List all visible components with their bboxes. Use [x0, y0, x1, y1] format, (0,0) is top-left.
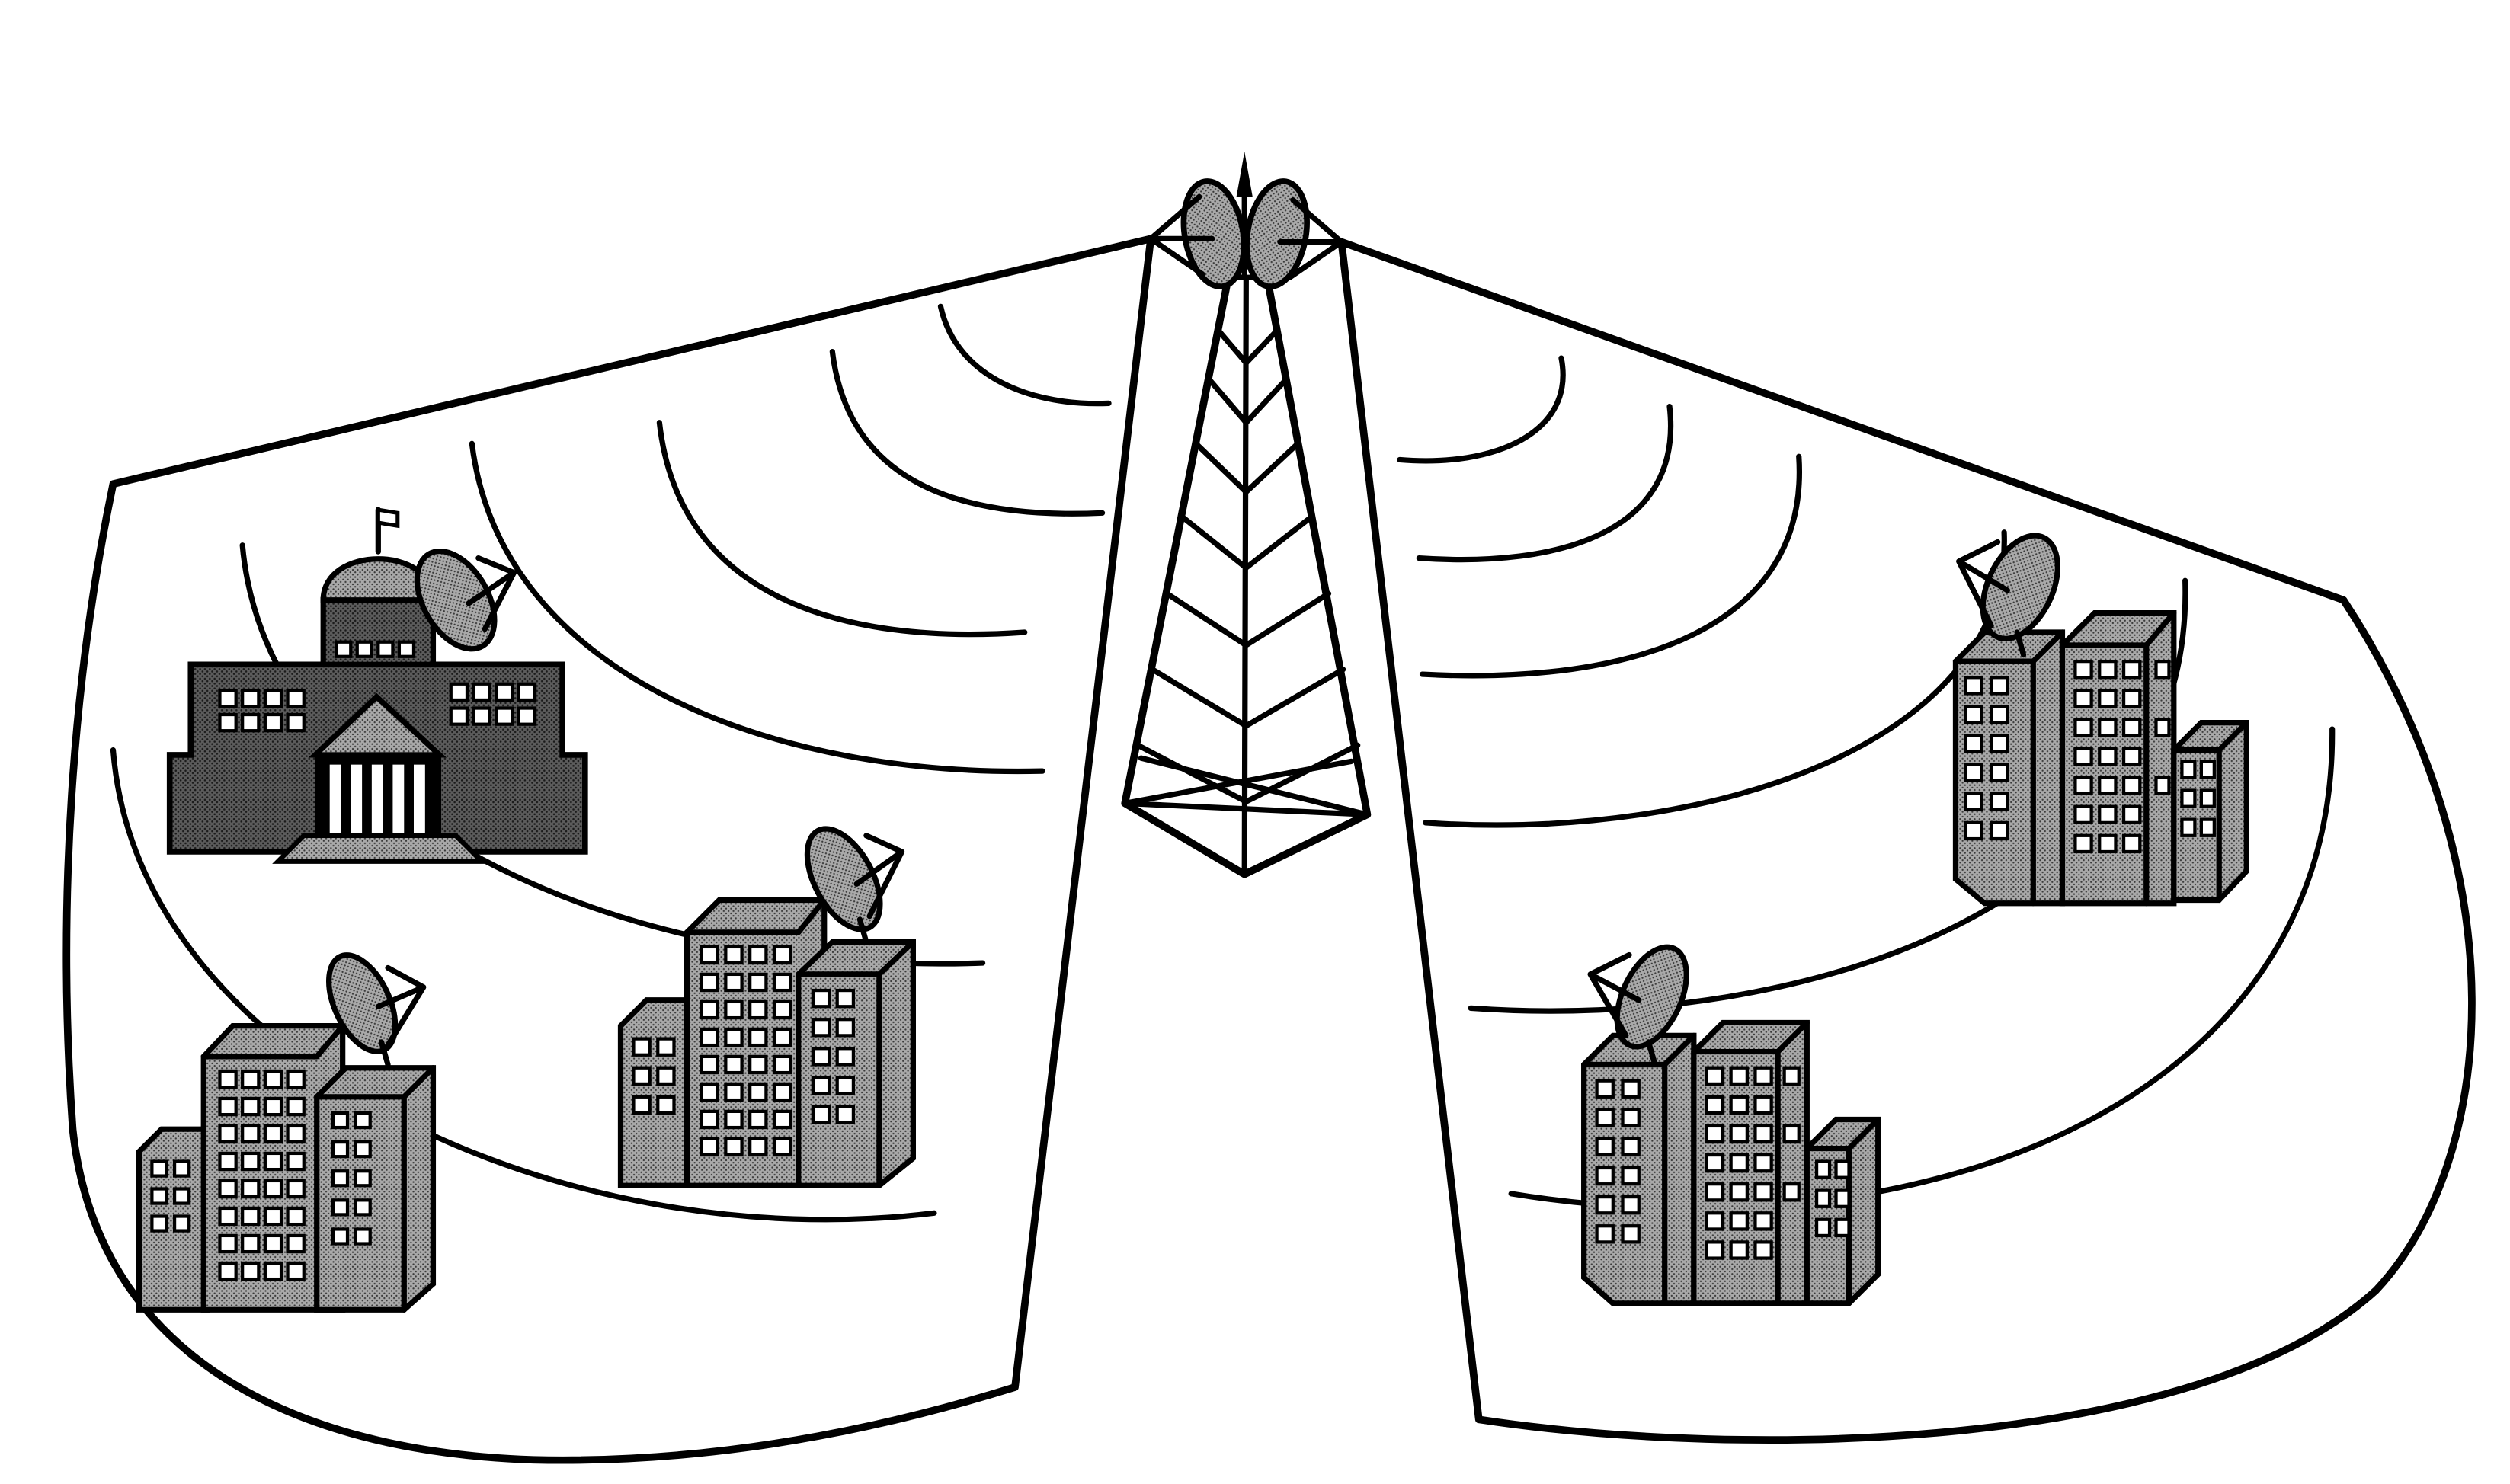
satellite-dish-icon: [326, 952, 427, 1068]
office-building-icon: [1952, 533, 2249, 907]
government-building-icon: [166, 507, 588, 864]
tower-dish-left: [1148, 178, 1247, 289]
satellite-dish-icon: [414, 548, 517, 652]
office-building-icon: [617, 826, 917, 1188]
office-building-icon: [1581, 944, 1881, 1306]
left-coverage-sector: [62, 235, 1155, 1464]
satellite-dish-icon: [1587, 944, 1689, 1068]
right-coverage-sector: [1337, 238, 2476, 1444]
satellite-dish-icon: [804, 826, 905, 945]
antenna-spike: [1236, 152, 1253, 280]
satellite-dish-icon: [1956, 533, 2060, 658]
transmission-tower-icon: [1121, 273, 1372, 878]
office-building-icon: [136, 952, 437, 1313]
tower-dish-right: [1244, 178, 1345, 289]
